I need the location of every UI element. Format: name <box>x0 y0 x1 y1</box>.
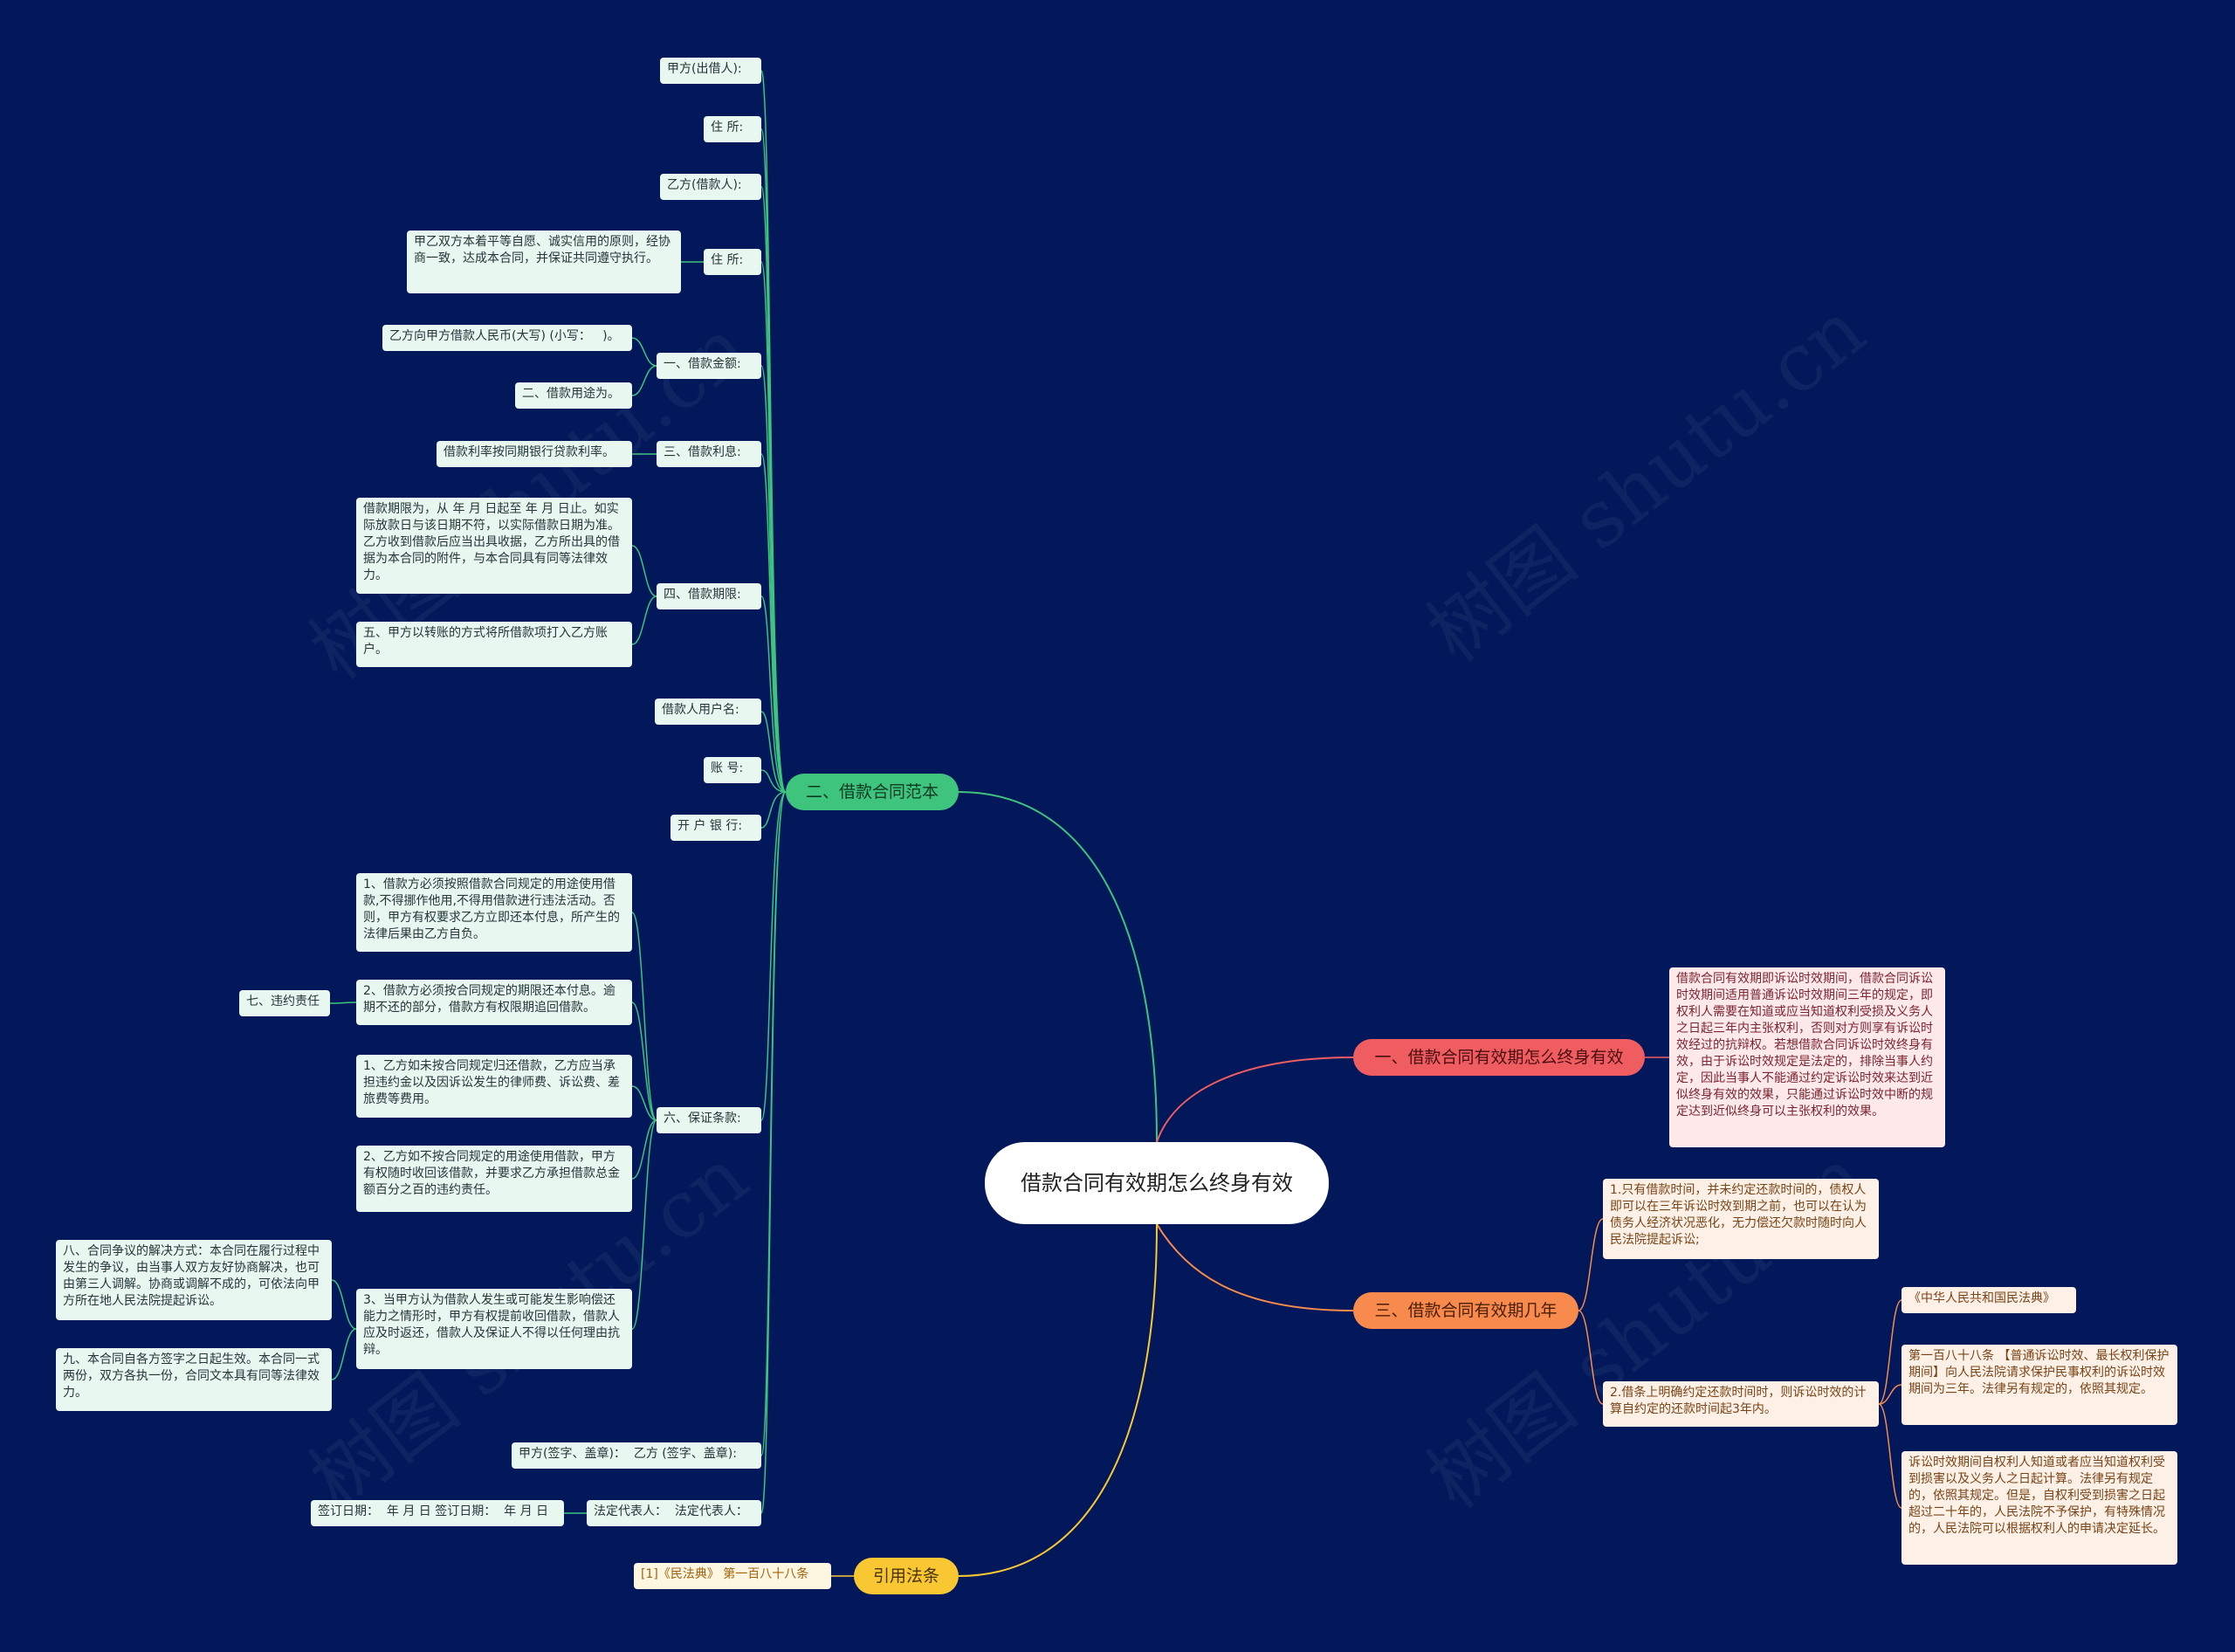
guarantee-child-line-4 <box>631 1119 657 1330</box>
guarantee-clause[interactable]: 六、保证条款: <box>657 1107 761 1133</box>
sample-child-line-8 <box>760 769 787 793</box>
address-1[interactable]: 住 所: <box>704 116 761 142</box>
years-item2-child-line-1 <box>1878 1384 1902 1405</box>
amount-child-line-0 <box>631 337 657 367</box>
guarantee-item-5[interactable]: 3、当甲方认为借款人发生或可能发生影响偿还能力之情形时，甲方有权提前收回借款，借… <box>356 1289 632 1369</box>
breach-child-line-0 <box>329 1002 357 1004</box>
years-child-line-0 <box>1578 1218 1604 1311</box>
sample-child-line-12 <box>760 791 787 1514</box>
loan-purpose[interactable]: 二、借款用途为。 <box>515 382 632 409</box>
years-item-1[interactable]: 1.只有借款时间，并未约定还款时间的，债权人即可以在三年诉讼时效到期之前，也可以… <box>1603 1179 1879 1259</box>
branch-lifetime-validity[interactable]: 一、借款合同有效期怎么终身有效 <box>1353 1039 1645 1076</box>
guarantee-item-3[interactable]: 1、乙方如未按合同规定归还借款，乙方应当承担违约金以及因诉讼发生的律师费、诉讼费… <box>356 1055 632 1118</box>
breach-liability[interactable]: 七、违约责任 <box>239 990 330 1016</box>
sample-child-line-4 <box>760 365 787 793</box>
guarantee-child-line-1 <box>631 1002 657 1121</box>
loan-term[interactable]: 四、借款期限: <box>657 583 761 609</box>
center-topic[interactable]: 借款合同有效期怎么终身有效 <box>985 1142 1329 1224</box>
guarantee-item-2[interactable]: 2、借款方必须按合同规定的期限还本付息。逾期不还的部分，借款方有权限期追回借款。 <box>356 980 632 1025</box>
years-child-line-1 <box>1578 1310 1604 1405</box>
term-child-line-1 <box>631 595 657 645</box>
civil-code-title[interactable]: 《中华人民共和国民法典》 <box>1901 1287 2076 1313</box>
legal-representative[interactable]: 法定代表人： 法定代表人： <box>587 1500 761 1526</box>
dispute-resolution[interactable]: 八、合同争议的解决方式：本合同在履行过程中发生的争议，由当事人双方友好协商解决，… <box>56 1240 332 1320</box>
branch-cited-law[interactable]: 引用法条 <box>854 1558 959 1594</box>
guarantee-child-line-3 <box>631 1119 657 1180</box>
g5-child-line-1 <box>331 1328 357 1380</box>
loan-amount[interactable]: 一、借款金额: <box>657 353 761 379</box>
center-to-lifetime-line <box>1156 1057 1354 1143</box>
sample-child-line-10 <box>760 791 787 1121</box>
loan-interest[interactable]: 三、借款利息: <box>657 441 761 467</box>
guarantee-item-1[interactable]: 1、借款方必须按照借款合同规定的用途使用借款,不得挪作他用,不得用借款进行违法活… <box>356 873 632 952</box>
g5-child-line-0 <box>331 1279 357 1330</box>
law-reference[interactable]: [1]《民法典》 第一百八十八条 <box>634 1563 831 1589</box>
loan-interest-detail[interactable]: 借款利率按同期银行贷款利率。 <box>437 441 632 467</box>
lifetime-explanation[interactable]: 借款合同有效期即诉讼时效期间，借款合同诉讼时效期间适用普通诉讼时效期间三年的规定… <box>1669 967 1945 1147</box>
signing-date[interactable]: 签订日期： 年 月 日 签订日期： 年 月 日 <box>311 1500 564 1526</box>
years-item-2[interactable]: 2.借条上明确约定还款时间时，则诉讼时效的计算自约定的还款时间起3年内。 <box>1603 1381 1879 1427</box>
term-child-line-0 <box>631 545 657 597</box>
years-item2-child-line-0 <box>1878 1299 1902 1405</box>
sample-child-line-6 <box>760 595 787 793</box>
guarantee-child-line-2 <box>631 1085 657 1121</box>
sample-child-line-3 <box>760 261 787 793</box>
article-188-text[interactable]: 第一百八十八条 【普通诉讼时效、最长权利保护期间】向人民法院请求保护民事权利的诉… <box>1901 1345 2177 1425</box>
sample-child-line-7 <box>760 711 787 793</box>
loan-term-detail[interactable]: 借款期限为，从 年 月 日起至 年 月 日止。如实际放款日与该日期不符，以实际借… <box>356 498 632 594</box>
center-to-sample-line <box>958 791 1158 1143</box>
loan-amount-detail[interactable]: 乙方向甲方借款人民币(大写) (小写： )。 <box>382 325 632 351</box>
account-name[interactable]: 借款人用户名: <box>655 699 761 725</box>
guarantee-child-line-0 <box>631 912 657 1121</box>
bank-name[interactable]: 开 户 银 行: <box>670 815 761 841</box>
center-to-years-line <box>1156 1223 1354 1311</box>
address-2[interactable]: 住 所: <box>704 249 761 275</box>
sample-child-line-5 <box>760 453 787 793</box>
party-a-lender[interactable]: 甲方(出借人): <box>660 58 761 84</box>
years-item2-child-line-2 <box>1878 1403 1902 1509</box>
transfer-clause[interactable]: 五、甲方以转账的方式将所借款项打入乙方账户。 <box>356 622 632 667</box>
branch-validity-years[interactable]: 三、借款合同有效期几年 <box>1353 1292 1578 1329</box>
effective-clause[interactable]: 九、本合同自各方签字之日起生效。本合同一式两份，双方各执一份，合同文本具有同等法… <box>56 1348 332 1411</box>
guarantee-item-4[interactable]: 2、乙方如不按合同规定的用途使用借款，甲方有权随时收回该借款，并要求乙方承担借款… <box>356 1146 632 1212</box>
center-to-law-line <box>958 1223 1158 1577</box>
account-number[interactable]: 账 号: <box>704 757 761 783</box>
amount-child-line-1 <box>631 365 657 396</box>
branch-sample-contract[interactable]: 二、借款合同范本 <box>786 774 959 810</box>
party-b-borrower[interactable]: 乙方(借款人): <box>660 174 761 200</box>
signature-line[interactable]: 甲方(签字、盖章)： 乙方 (签字、盖章): <box>512 1442 761 1469</box>
limitation-start-text[interactable]: 诉讼时效期间自权利人知道或者应当知道权利受到损害以及义务人之日起计算。法律另有规… <box>1901 1451 2177 1565</box>
sample-child-line-9 <box>760 791 787 829</box>
preamble-text[interactable]: 甲乙双方本着平等自愿、诚实信用的原则，经协商一致，达成本合同，并保证共同遵守执行… <box>407 231 681 293</box>
